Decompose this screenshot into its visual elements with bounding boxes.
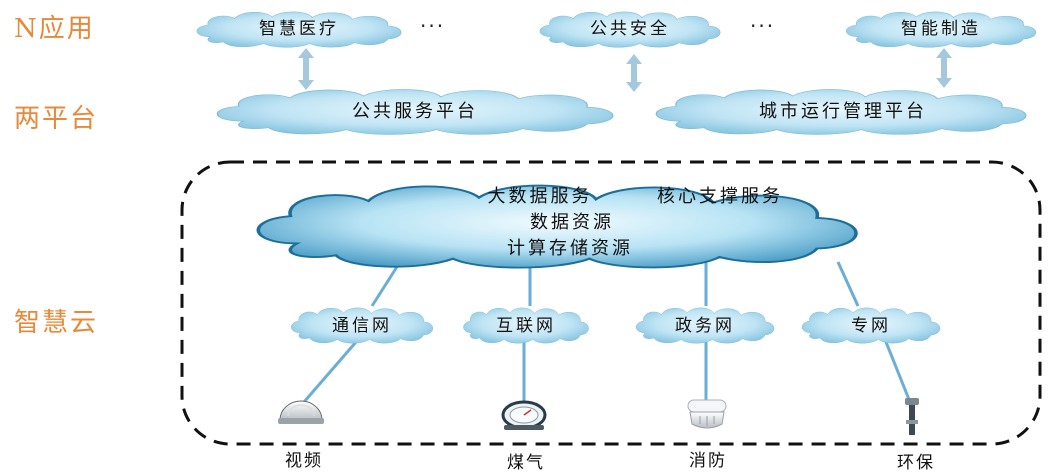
- apps-ellipsis-2: ···: [750, 14, 776, 38]
- arrow-app-platform-2: [626, 54, 642, 92]
- smoke-detector-icon: [687, 399, 727, 429]
- smart-cloud-boundary: [180, 160, 1042, 446]
- platform-cloud-public-service: 公共服务平台: [216, 88, 614, 136]
- connector-core-private: [836, 261, 860, 307]
- arrow-app-platform-1: [298, 48, 314, 90]
- platform-cloud-city-operation: 城市运行管理平台: [655, 88, 1027, 136]
- app-label-manufacturing: 智能制造: [901, 19, 981, 39]
- network-label-telecom: 通信网: [332, 316, 392, 336]
- core-label-compute-storage: 计算存储资源: [507, 238, 633, 259]
- app-label-security: 公共安全: [590, 19, 670, 39]
- connector-telecom-video: [302, 341, 358, 403]
- network-cloud-internet: 互联网: [463, 307, 589, 344]
- tier-label-platforms: 两平台: [14, 104, 99, 134]
- platform-label-public-service: 公共服务平台: [352, 101, 478, 122]
- core-label-core-support: 核心支撑服务: [657, 186, 783, 207]
- apps-ellipsis-1: ···: [420, 14, 446, 38]
- environment-sensor-icon: [905, 398, 919, 435]
- tier-label-cloud: 智慧云: [14, 308, 99, 338]
- network-device-connectors: [302, 341, 912, 404]
- connector-private-env: [884, 341, 912, 403]
- network-cloud-government: 政务网: [635, 307, 775, 344]
- platform-label-city-operation: 城市运行管理平台: [759, 101, 927, 122]
- core-label-data-resources: 数据资源: [530, 212, 614, 233]
- core-network-connectors: [370, 261, 860, 307]
- app-cloud-security: 公共安全: [539, 11, 721, 48]
- app-label-medical: 智慧医疗: [259, 19, 339, 39]
- app-cloud-medical: 智慧医疗: [196, 11, 402, 48]
- network-cloud-private: 专网: [801, 307, 941, 344]
- network-label-private: 专网: [851, 316, 891, 336]
- tier-label-apps: N应用: [14, 14, 95, 44]
- gas-meter-icon: [501, 400, 547, 430]
- network-cloud-telecom: 通信网: [290, 307, 434, 344]
- video-camera-icon: [278, 400, 324, 424]
- core-label-big-data: 大数据服务: [488, 186, 593, 207]
- device-label-gas: 煤气: [507, 453, 545, 473]
- core-cloud: 大数据服务 核心支撑服务 数据资源 计算存储资源: [256, 183, 858, 270]
- device-label-video: 视频: [285, 451, 323, 471]
- network-label-government: 政务网: [675, 316, 735, 336]
- network-label-internet: 互联网: [496, 316, 556, 336]
- connector-core-telecom: [370, 261, 402, 307]
- device-label-fire: 消防: [689, 451, 727, 471]
- device-label-env: 环保: [897, 453, 935, 473]
- arrow-app-platform-3: [936, 48, 952, 88]
- app-cloud-manufacturing: 智能制造: [845, 11, 1037, 48]
